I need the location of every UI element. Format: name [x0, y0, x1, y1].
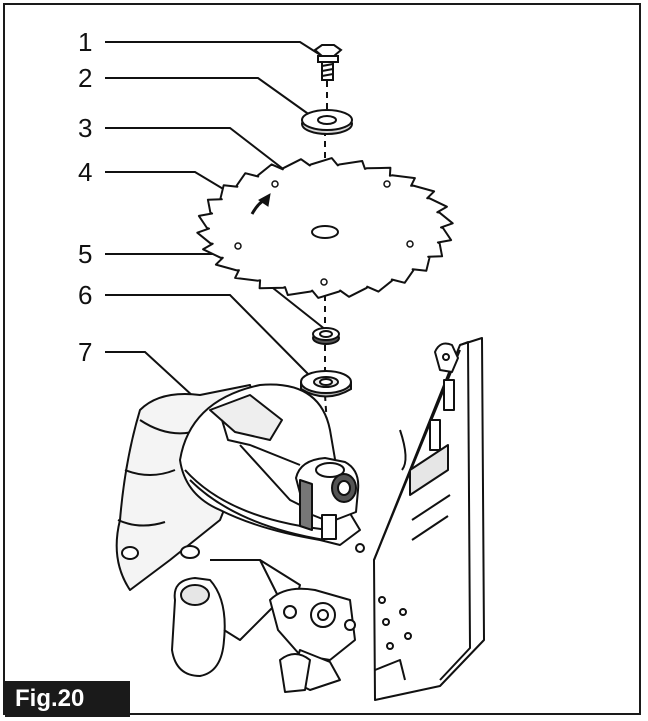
callout-1: 1	[78, 27, 92, 57]
callout-2: 2	[78, 63, 92, 93]
saw-body	[115, 383, 365, 693]
ring-spacer-icon	[312, 327, 340, 345]
callout-4: 4	[78, 157, 92, 187]
figure-frame	[3, 3, 641, 715]
rotation-arrow-icon	[250, 193, 271, 215]
saw-blade-icon	[196, 157, 454, 299]
base-plate	[373, 337, 485, 701]
callout-6: 6	[78, 280, 92, 310]
callout-7: 7	[78, 337, 92, 367]
hex-bolt-icon	[313, 44, 343, 81]
callout-numbers: 1 2 3 4 5 6 7	[78, 27, 92, 367]
figure-label: Fig.20	[5, 681, 130, 717]
callout-5: 5	[78, 239, 92, 269]
callout-3: 3	[78, 113, 92, 143]
inner-flange-icon	[300, 370, 352, 398]
outer-flange-washer-icon	[301, 109, 353, 135]
